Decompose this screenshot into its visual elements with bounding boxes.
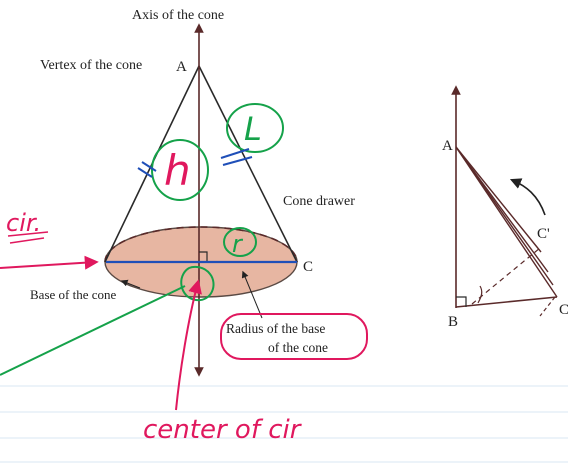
base-continuation-dashed [539,296,556,317]
r-circle [223,227,257,257]
r-label: r [232,230,244,258]
axis-label: Axis of the cone [132,8,224,23]
right-angle-mark-icon [199,251,208,262]
handwritten-annotations: L h r cir. center of cir [0,103,368,445]
cone-figure: Axis of the cone Vertex of the cone A C … [30,8,355,377]
rotated-leg-dashed [471,247,541,305]
L-label: L [244,110,262,148]
tri-point-C-label: C [559,302,568,318]
point-C-label: C [303,259,313,275]
cir-underline [7,231,49,244]
center-label-pointer [175,279,202,411]
cir-label: cir. [6,209,41,237]
cone-slant-right [198,65,298,263]
L-circle [226,103,284,153]
radius-label-line2: of the cone [268,340,328,355]
triangle-base-BC [455,296,558,308]
point-A-label: A [176,59,187,75]
vertex-label: Vertex of the cone [40,58,142,73]
cone-drawer-label: Cone drawer [283,194,355,209]
tri-point-A-label: A [442,138,453,154]
center-label: center of cir [143,415,303,445]
radius-label-circle [220,313,368,360]
cir-arrow [0,255,99,270]
center-pointer-line [0,285,186,376]
tri-point-B-label: B [448,314,458,330]
tri-point-C-prime-label: C' [537,226,550,242]
h-label: h [164,146,191,195]
notebook-ruled-lines [0,385,568,463]
rotation-angle-arc [477,285,483,304]
center-circle-mark [180,265,215,302]
triangle-figure: A B C' C [442,85,568,330]
curved-arrow-icon [509,178,546,216]
equal-length-ticks [137,148,253,178]
hypotenuse-lines [455,146,558,298]
right-angle-mark-icon [456,296,467,307]
base-label-pointer [120,279,141,289]
h-circle [151,139,209,201]
radius-label-pointer [241,270,263,319]
radius-label-line1: Radius of the base [226,321,325,336]
base-label: Base of the cone [30,287,117,302]
